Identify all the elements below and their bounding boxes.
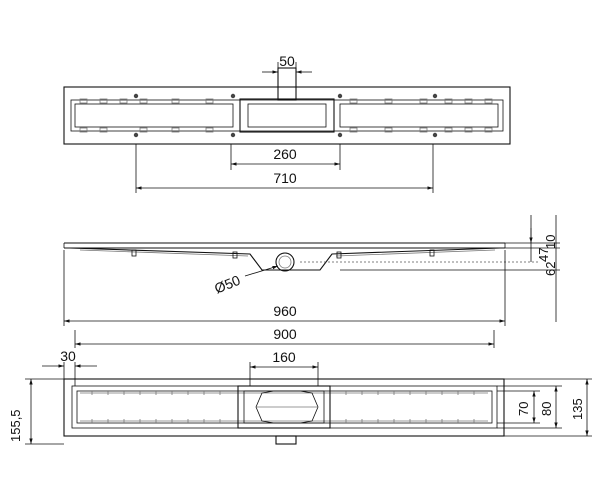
dim-overall-length: 960 <box>273 303 297 319</box>
dim-center-width: 160 <box>272 349 296 365</box>
dim-height-47: 47 <box>536 248 551 262</box>
dim-outlet-diameter: Ø50 <box>212 272 243 297</box>
side-view-feet <box>131 249 435 259</box>
top-view-outlet-pipe <box>277 67 297 101</box>
side-view-channel-body <box>69 247 501 271</box>
dim-outlet-width: 50 <box>279 53 295 69</box>
top-view-left-grate <box>74 103 234 128</box>
top-view-center-inner <box>247 103 327 128</box>
top-view-inner-channel <box>70 99 504 132</box>
side-view-outlet-circle <box>275 252 295 272</box>
top-view-outer-frame <box>63 86 511 145</box>
dim-height-10: 10 <box>543 235 558 249</box>
top-view-right-grate <box>339 103 499 128</box>
bottom-view-outlet-pipe <box>275 435 297 445</box>
top-view-center-section <box>239 98 335 133</box>
bottom-view: 30 160 155,5 70 80 135 <box>8 348 592 445</box>
dim-end-offset: 30 <box>60 348 76 364</box>
dim-total-width: 155,5 <box>8 409 23 442</box>
dim-height-62: 62 <box>543 262 558 276</box>
dim-inner-length: 900 <box>273 326 297 342</box>
side-view: Ø50 47 62 10 960 900 <box>63 215 560 348</box>
top-view: 50 260 710 <box>63 53 511 193</box>
top-view-mounting-holes <box>133 93 438 138</box>
bottom-view-outlet-shape <box>255 390 319 424</box>
top-view-slots <box>79 98 493 133</box>
dim-slot-span: 710 <box>273 170 297 186</box>
dim-center-section: 260 <box>273 146 297 162</box>
bottom-view-slot-lines <box>80 392 488 422</box>
dim-width-80: 80 <box>539 402 554 416</box>
dim-width-135: 135 <box>570 398 585 420</box>
bottom-view-center-box <box>237 385 331 429</box>
dim-width-70: 70 <box>516 402 531 416</box>
